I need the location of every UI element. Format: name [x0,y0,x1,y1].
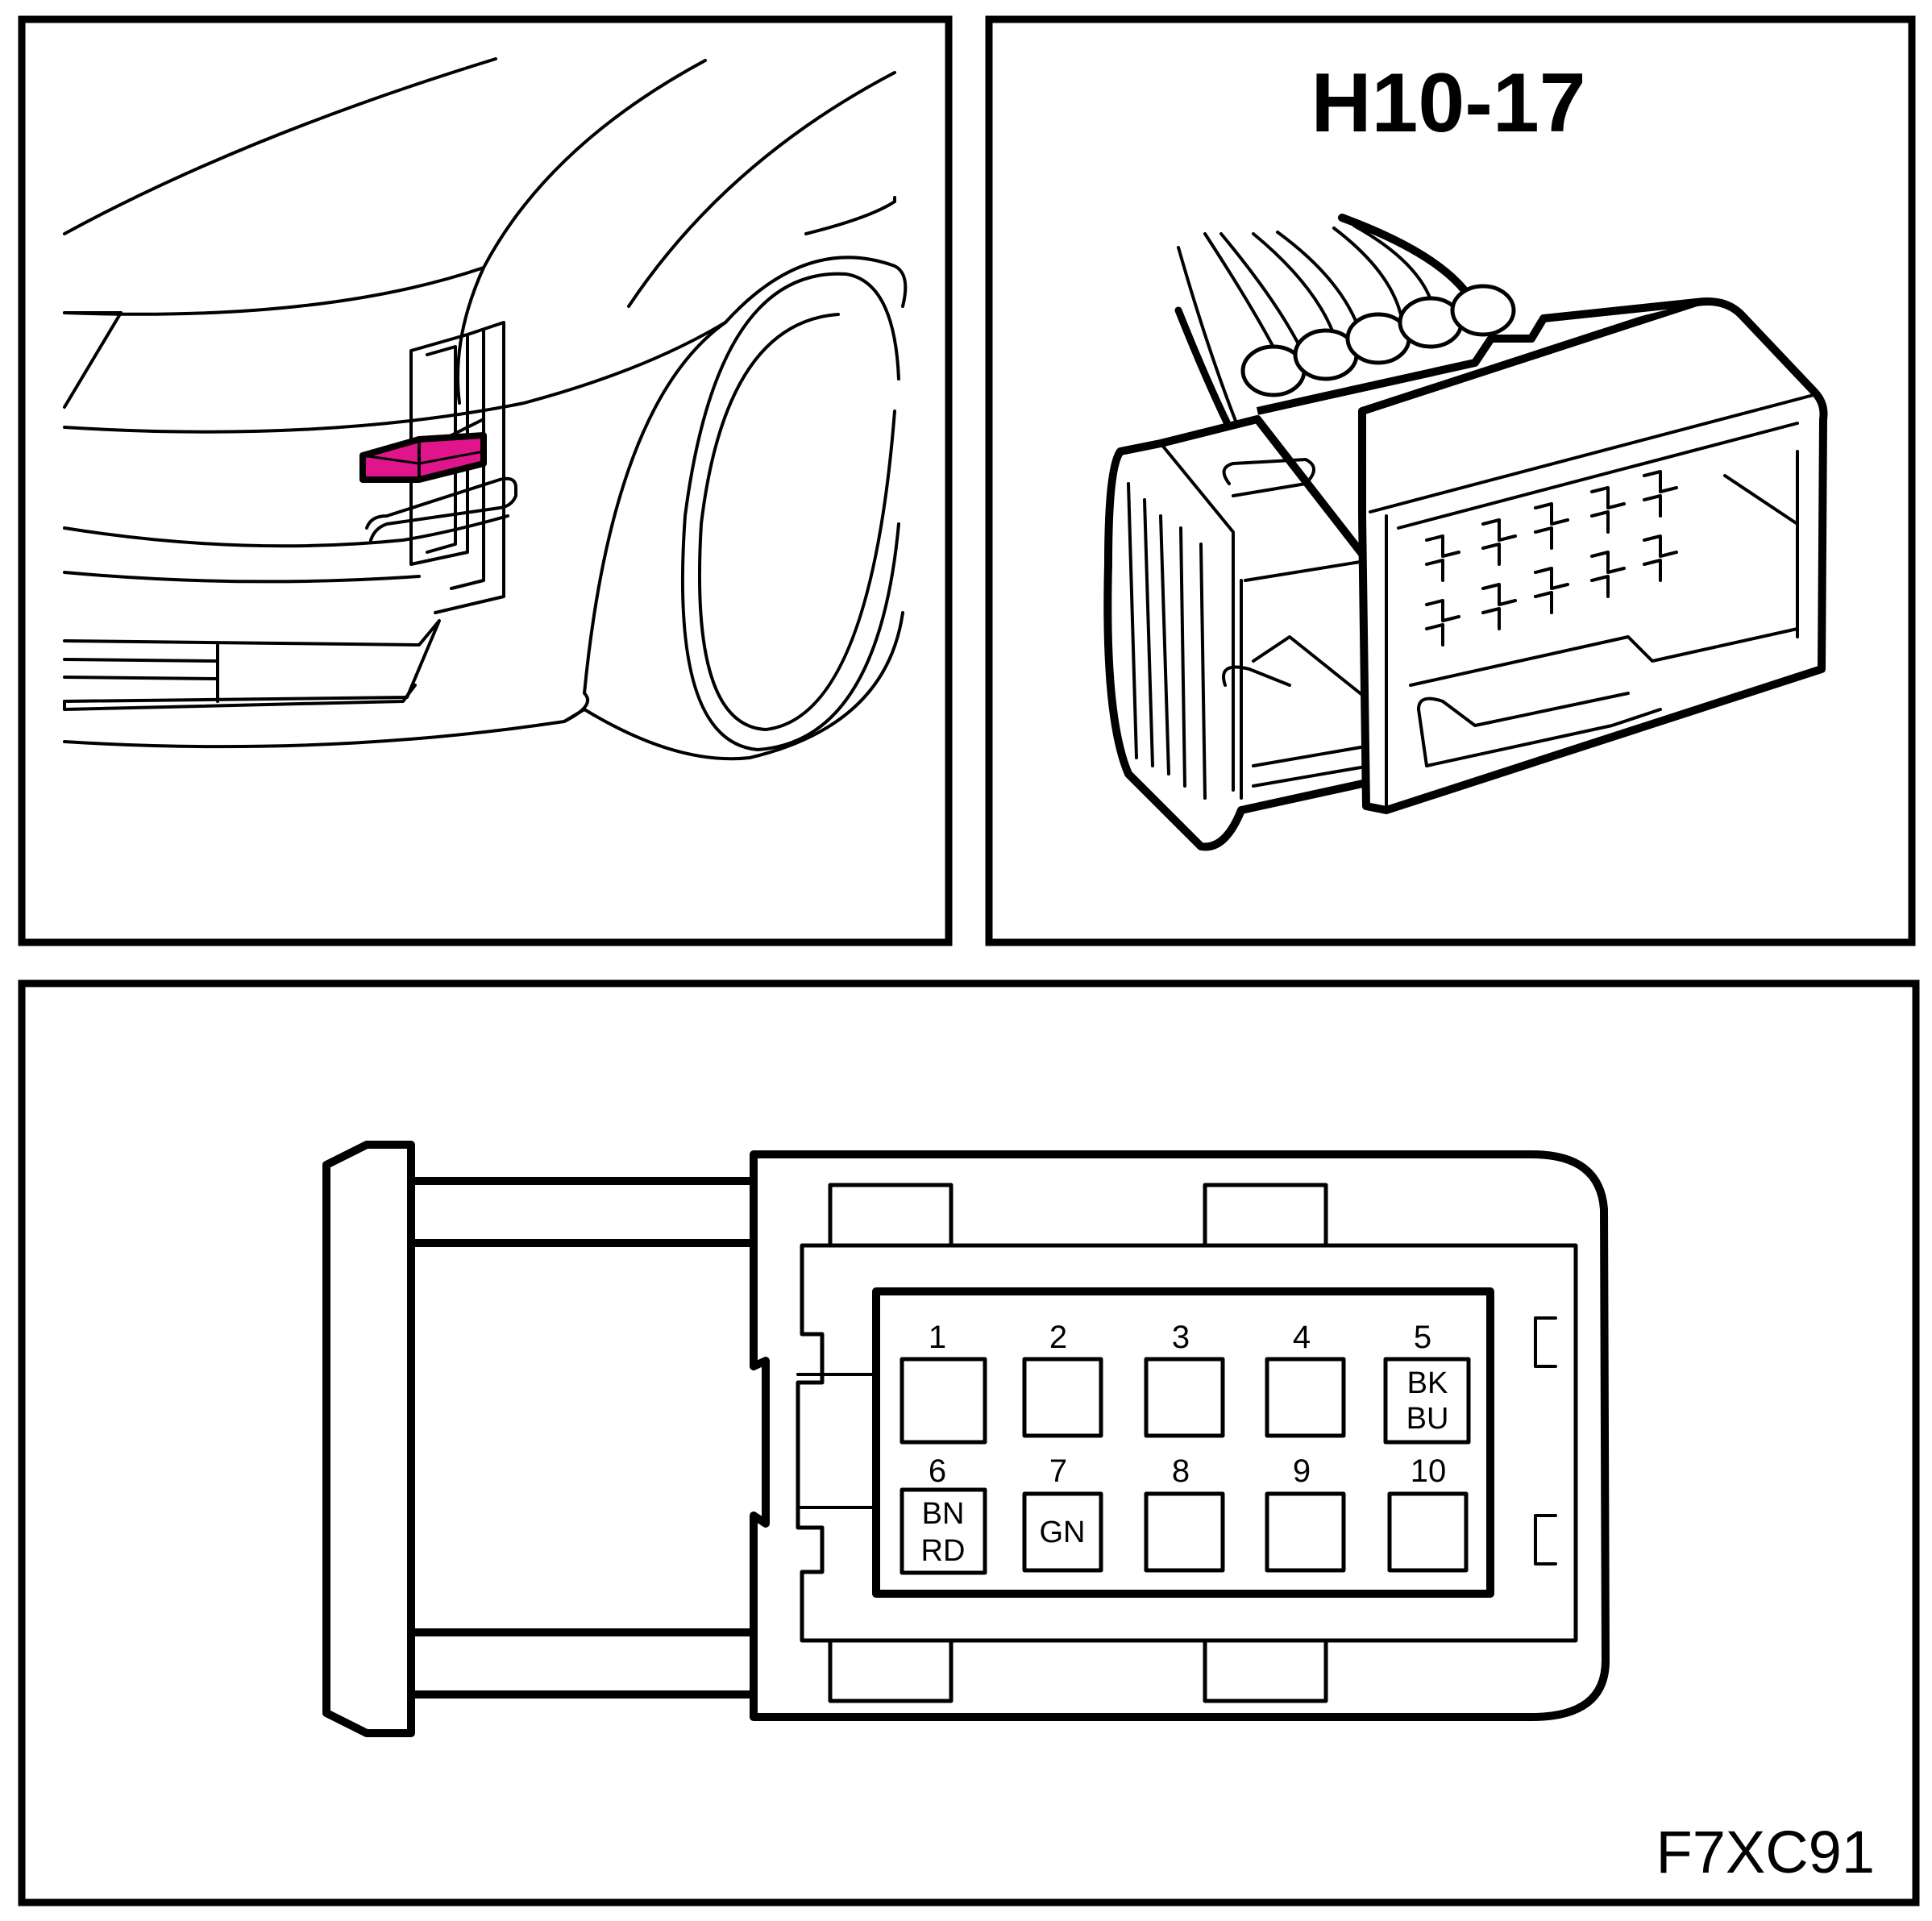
svg-text:1: 1 [929,1320,946,1355]
pin-6: 6 BN RD [900,1453,987,1575]
svg-text:8: 8 [1172,1453,1190,1489]
pin-8: 8 [1144,1453,1225,1573]
svg-text:3: 3 [1172,1320,1190,1355]
wire-color-2: BU [1406,1402,1449,1436]
svg-text:9: 9 [1293,1453,1311,1489]
location-panel [18,15,953,946]
pin-10: 10 [1387,1453,1469,1573]
pin-9: 9 [1265,1453,1346,1573]
pin-2: 2 [1022,1320,1103,1438]
pin-cavity [1387,1491,1469,1573]
connector-3d-drawing [1103,214,1828,851]
wire-color-2: RD [921,1534,966,1568]
wire-color-1: BN [922,1497,965,1531]
pin-cavities: 1 2 3 4 5 BK BU 6 [900,1320,1471,1575]
pin-cavity [1265,1491,1346,1573]
wire-color-1: GN [1040,1516,1086,1549]
pin-7: 7 GN [1022,1453,1103,1573]
wire-color-1: BK [1407,1366,1448,1400]
pin-4: 4 [1265,1320,1346,1438]
pin-cavity [1265,1357,1346,1438]
pin-cavity [900,1357,987,1445]
pin-1: 1 [900,1320,987,1445]
svg-text:10: 10 [1411,1453,1447,1489]
pin-cavity [1144,1491,1225,1573]
pin-cavity [1022,1491,1103,1573]
pin-5: 5 BK BU [1383,1320,1471,1445]
pin-cavity [900,1487,987,1575]
figure-code: F7XC91 [1656,1819,1875,1886]
connector-face-drawing [322,1141,1610,1737]
svg-text:2: 2 [1049,1320,1067,1355]
pin-cavity [1144,1357,1225,1438]
svg-text:5: 5 [1414,1320,1431,1355]
pin-cavity [1022,1357,1103,1438]
pin-cavity [1383,1357,1471,1445]
connector-title: H10-17 [1311,56,1585,150]
pinout-panel: 1 2 3 4 5 BK BU 6 [18,979,1920,1906]
svg-text:6: 6 [929,1453,946,1489]
svg-text:7: 7 [1049,1453,1067,1489]
connector-panel: H10-17 [985,15,1916,946]
pin-3: 3 [1144,1320,1225,1438]
vehicle-front-drawing [63,57,908,761]
svg-text:4: 4 [1293,1320,1311,1355]
